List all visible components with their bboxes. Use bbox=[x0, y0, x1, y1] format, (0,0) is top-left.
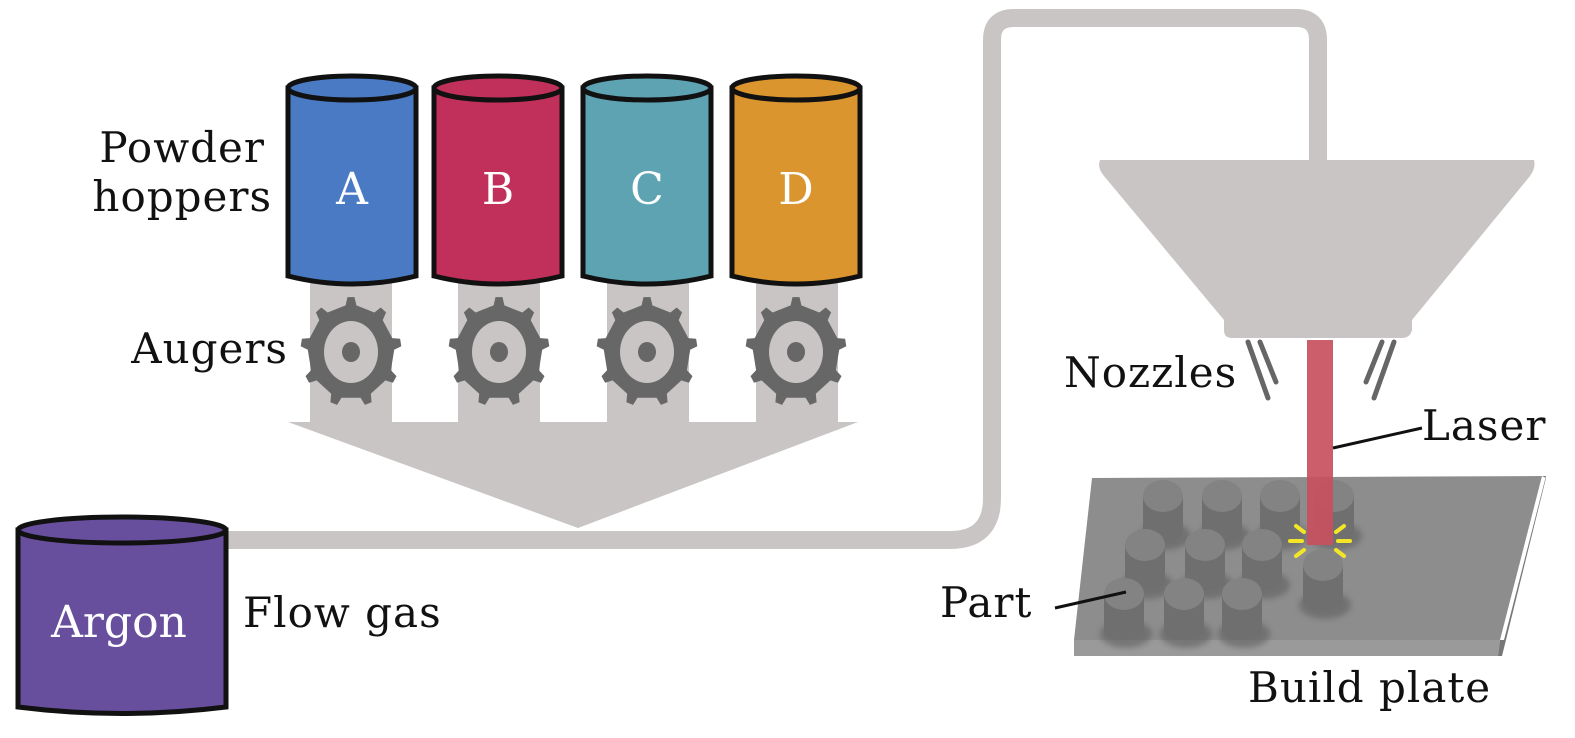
hopper-body bbox=[729, 85, 863, 287]
laser-beam bbox=[1307, 340, 1333, 545]
hopper-c: C bbox=[580, 73, 714, 287]
hopper-a: A bbox=[285, 73, 419, 287]
hopper-letter: C bbox=[630, 164, 664, 215]
hopper-body bbox=[285, 85, 419, 287]
hopper-top bbox=[285, 73, 419, 103]
auger-gear-icon bbox=[300, 297, 402, 405]
powder-hoppers-label-line1: Powder bbox=[99, 123, 265, 172]
flow-gas-label: Flow gas bbox=[243, 588, 442, 637]
auger-gear-icon bbox=[448, 297, 550, 405]
powder-merge-funnel bbox=[288, 422, 858, 528]
auger-gear-icon bbox=[745, 297, 847, 405]
hopper-letter: D bbox=[778, 164, 813, 215]
hopper-d: D bbox=[729, 73, 863, 287]
build-plate-label: Build plate bbox=[1248, 663, 1491, 712]
hopper-letter: B bbox=[482, 164, 514, 215]
part-cylinder bbox=[1299, 549, 1351, 619]
part-label: Part bbox=[940, 578, 1032, 627]
nozzles-label: Nozzles bbox=[1064, 348, 1237, 397]
augers-label: Augers bbox=[130, 324, 288, 373]
laser-label: Laser bbox=[1422, 401, 1546, 450]
argon-cylinder: Argon bbox=[15, 514, 229, 716]
part-leader-line bbox=[1054, 590, 1127, 610]
nozzles bbox=[1245, 339, 1397, 401]
auger-gear-icon bbox=[596, 297, 698, 405]
laser-leader-line bbox=[1332, 426, 1423, 450]
nozzle-head bbox=[1099, 160, 1535, 338]
hopper-body bbox=[431, 85, 565, 287]
hopper-b: B bbox=[431, 73, 565, 287]
powder-hoppers-label-line2: hoppers bbox=[92, 172, 272, 221]
hopper-top bbox=[729, 73, 863, 103]
melt-pool-sparks-icon bbox=[1288, 524, 1352, 558]
argon-label: Argon bbox=[50, 597, 187, 648]
hopper-top bbox=[431, 73, 565, 103]
feed-pipe bbox=[225, 9, 1327, 549]
part-cylinder bbox=[1160, 578, 1212, 648]
hopper-body bbox=[580, 85, 714, 287]
hopper-letter: A bbox=[335, 164, 369, 215]
parts-grid bbox=[1100, 480, 1362, 648]
part-cylinder bbox=[1218, 578, 1270, 648]
hopper-top bbox=[580, 73, 714, 103]
part-cylinder bbox=[1100, 578, 1152, 648]
